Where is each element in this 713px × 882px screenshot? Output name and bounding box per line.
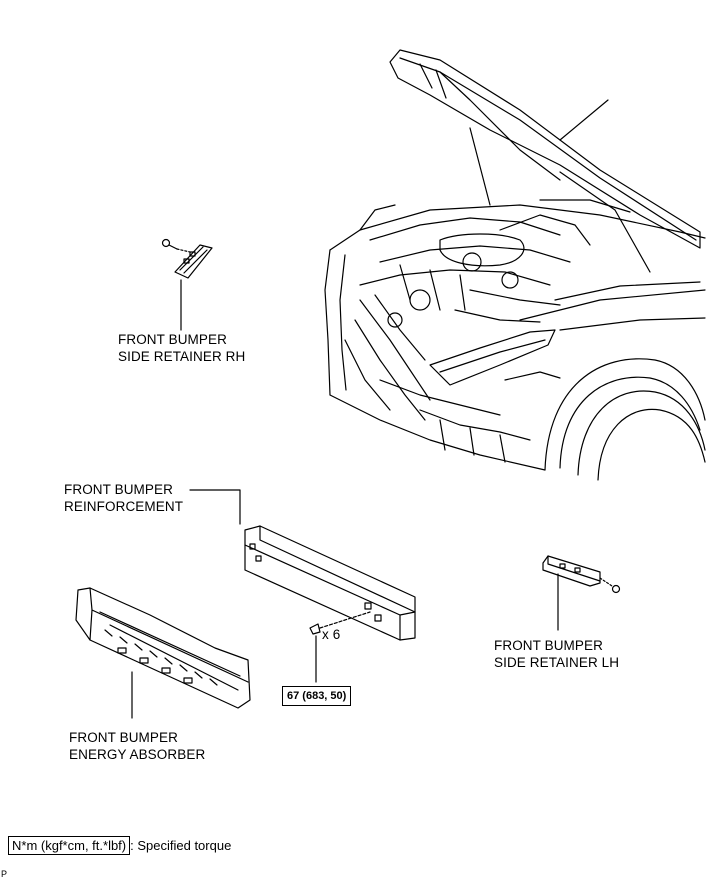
label-reinforcement: FRONT BUMPER REINFORCEMENT <box>64 482 184 514</box>
label-energy-absorber: FRONT BUMPER ENERGY ABSORBER <box>69 730 206 762</box>
side-retainer-lh-drawing <box>542 555 621 631</box>
side-retainer-rh-drawing <box>161 238 213 331</box>
legend-unit-box: N*m (kgf*cm, ft.*lbf) <box>8 836 131 855</box>
torque-legend: N*m (kgf*cm, ft.*lbf): Specified torque <box>8 836 232 855</box>
vehicle-front-drawing <box>324 49 706 481</box>
label-side-retainer-rh: FRONT BUMPER SIDE RETAINER RH <box>118 332 246 364</box>
label-side-retainer-lh: FRONT BUMPER SIDE RETAINER LH <box>494 638 620 670</box>
reinforcement-drawing <box>189 489 416 683</box>
bolt-count: x 6 <box>322 627 341 642</box>
energy-absorber-drawing <box>75 587 251 719</box>
legend-description: : Specified torque <box>130 838 232 853</box>
footer-code: P <box>1 869 8 879</box>
torque-spec-box: 67 (683, 50) <box>282 686 352 706</box>
